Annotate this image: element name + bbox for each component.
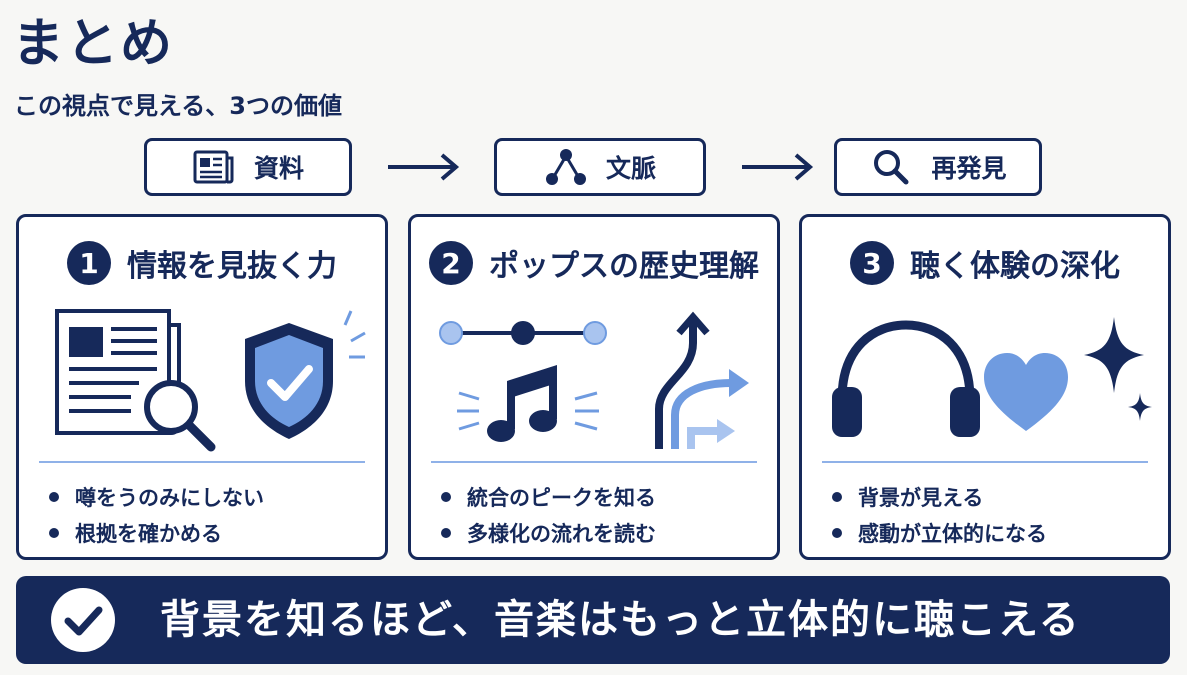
value-card-listening: 3 聴く体験の深化 背景が見える 感動が立体的になる (799, 214, 1171, 560)
card-point: 根拠を確かめる (49, 515, 264, 551)
card-point: 多様化の流れを読む (441, 515, 656, 551)
bullet-icon (832, 528, 842, 538)
card-header: 2 ポップスの歴史理解 (411, 237, 777, 289)
card-illustration (439, 311, 749, 449)
card-number-badge: 3 (850, 241, 894, 285)
card-divider (39, 461, 365, 463)
bullet-icon (441, 528, 451, 538)
flow-step-rediscovery: 再発見 (834, 138, 1042, 196)
card-point: 感動が立体的になる (832, 515, 1047, 551)
card-number-badge: 2 (429, 241, 473, 285)
flow-step-label: 資料 (253, 154, 304, 183)
document-icon (193, 150, 234, 184)
card-title: ポップスの歴史理解 (489, 249, 759, 284)
conclusion-banner: 背景を知るほど、音楽はもっと立体的に聴こえる (16, 576, 1170, 664)
card-title: 聴く体験の深化 (910, 249, 1120, 284)
sparkle-icon (1084, 317, 1152, 421)
value-card-information: 1 情報を見抜く力 噂をうのみにしない (16, 214, 388, 560)
card-points: 統合のピークを知る 多様化の流れを読む (441, 479, 656, 551)
card-point: 噂をうのみにしない (49, 479, 264, 515)
card-title: 情報を見抜く力 (127, 249, 337, 284)
flow-step-label: 再発見 (931, 154, 1007, 183)
branching-arrows-icon (655, 311, 749, 449)
bullet-icon (49, 492, 59, 502)
card-illustration (832, 317, 1152, 437)
bullet-icon (49, 528, 59, 538)
card-points: 背景が見える 感動が立体的になる (832, 479, 1047, 551)
heart-icon (984, 353, 1068, 431)
page-subtitle: この視点で見える、3つの価値 (14, 92, 342, 120)
conclusion-text: 背景を知るほど、音楽はもっと立体的に聴こえる (160, 597, 1081, 643)
value-card-history: 2 ポップスの歴史理解 (408, 214, 780, 560)
check-circle-icon (51, 588, 115, 652)
flow-step-context: 文脈 (494, 138, 706, 196)
card-divider (431, 461, 757, 463)
card-points: 噂をうのみにしない 根拠を確かめる (49, 479, 264, 551)
card-point: 背景が見える (832, 479, 1047, 515)
network-icon (545, 149, 586, 185)
card-number-badge: 1 (67, 241, 111, 285)
arrow-right-icon (742, 153, 814, 181)
music-note-icon (457, 365, 599, 442)
bullet-icon (832, 492, 842, 502)
search-icon (874, 150, 909, 185)
flow-step-documents: 資料 (144, 138, 352, 196)
card-divider (822, 461, 1148, 463)
shield-check-icon (245, 310, 366, 439)
headphones-icon (832, 320, 980, 437)
timeline-icon (439, 321, 607, 345)
card-illustration (55, 309, 366, 452)
arrow-right-icon (388, 153, 460, 181)
flow-step-label: 文脈 (605, 154, 656, 183)
page-title: まとめ (12, 14, 175, 74)
bullet-icon (441, 492, 451, 502)
card-header: 3 聴く体験の深化 (802, 237, 1168, 289)
magnifier-icon (144, 380, 216, 452)
card-point: 統合のピークを知る (441, 479, 656, 515)
card-header: 1 情報を見抜く力 (19, 237, 385, 289)
